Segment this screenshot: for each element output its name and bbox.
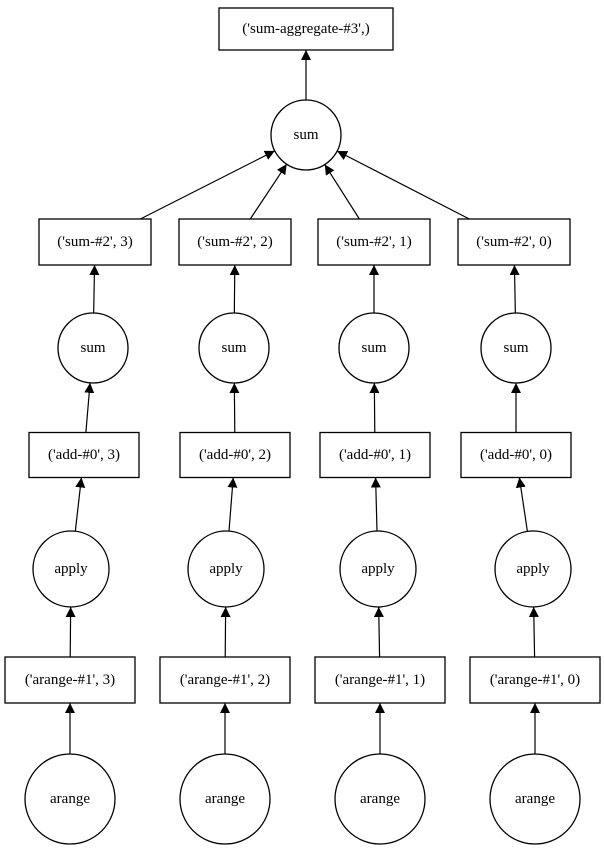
node-box <box>28 431 140 479</box>
node-add0-3: ('add-#0', 3) <box>28 431 140 479</box>
node-circle <box>187 530 265 608</box>
node-label: ('sum-#2', 0) <box>476 234 551 250</box>
node-label: arange <box>360 791 400 807</box>
edge-apply_0-to-add0_0 <box>515 477 528 532</box>
node-label: ('sum-#2', 1) <box>336 234 411 250</box>
node-sum2-0: ('sum-#2', 0) <box>457 218 571 266</box>
node-box <box>314 656 446 704</box>
node-label: sum <box>80 340 105 356</box>
node-box <box>457 218 571 266</box>
node-arange-2: arange <box>179 753 271 845</box>
nodes-layer: ('sum-aggregate-#3',) sum ('sum-#2', 3) ('s… <box>4 7 601 845</box>
node-circle <box>198 312 270 384</box>
node-box <box>218 7 394 51</box>
node-label: sum <box>293 127 318 143</box>
node-label: ('arange-#1', 0) <box>490 672 580 688</box>
node-circle <box>480 312 552 384</box>
node-circle <box>489 753 581 845</box>
node-label: arange <box>205 791 245 807</box>
node-label: ('add-#0', 1) <box>339 447 411 463</box>
node-label: ('sum-aggregate-#3',) <box>242 21 369 37</box>
node-add0-0: ('add-#0', 0) <box>460 431 572 479</box>
edge-sum2_0-to-sum_root <box>336 150 470 220</box>
node-circle <box>339 530 417 608</box>
node-box <box>4 656 136 704</box>
node-arange1-1: ('arange-#1', 1) <box>314 656 446 704</box>
node-circle <box>24 753 116 845</box>
edges-layer <box>65 50 540 754</box>
node-circle <box>494 530 572 608</box>
node-label: ('arange-#1', 1) <box>335 672 425 688</box>
node-circle <box>270 99 342 171</box>
node-sum2-2: ('sum-#2', 2) <box>178 218 292 266</box>
node-label: ('add-#0', 0) <box>480 447 552 463</box>
node-box <box>319 431 431 479</box>
edge-sum_3-to-sum2_3 <box>89 264 100 314</box>
edge-arange1_0-to-apply_0 <box>528 606 539 658</box>
node-box <box>460 431 572 479</box>
node-sum-0: sum <box>480 312 552 384</box>
node-apply-0: apply <box>494 530 572 608</box>
node-label: ('sum-#2', 2) <box>197 234 272 250</box>
node-box <box>38 218 152 266</box>
node-label: apply <box>54 561 88 577</box>
node-label: arange <box>515 791 555 807</box>
node-sum2-1: ('sum-#2', 1) <box>317 218 431 266</box>
edge-apply_3-to-add0_3 <box>74 477 86 532</box>
node-sum-2: sum <box>198 312 270 384</box>
node-box <box>317 218 431 266</box>
node-apply-3: apply <box>32 530 110 608</box>
node-label: ('arange-#1', 3) <box>25 672 115 688</box>
node-label: apply <box>209 561 243 577</box>
node-label: ('add-#0', 3) <box>48 447 120 463</box>
node-box <box>178 218 292 266</box>
node-circle <box>32 530 110 608</box>
node-arange1-3: ('arange-#1', 3) <box>4 656 136 704</box>
edge-sum_0-to-sum2_0 <box>509 264 520 314</box>
node-label: ('sum-#2', 3) <box>57 234 132 250</box>
edge-apply_2-to-add0_2 <box>227 477 238 532</box>
edge-sum2_3-to-sum_root <box>140 150 276 220</box>
edge-sum2_2-to-sum_root <box>249 163 288 220</box>
node-arange1-0: ('arange-#1', 0) <box>469 656 601 704</box>
node-label: sum <box>221 340 246 356</box>
node-label: sum <box>361 340 386 356</box>
node-label: apply <box>516 561 550 577</box>
node-apply-1: apply <box>339 530 417 608</box>
node-label: ('add-#0', 2) <box>199 447 271 463</box>
node-sum-root: sum <box>270 99 342 171</box>
node-box <box>179 431 291 479</box>
node-add0-2: ('add-#0', 2) <box>179 431 291 479</box>
node-circle <box>334 753 426 845</box>
node-add0-1: ('add-#0', 1) <box>319 431 431 479</box>
edge-add0_3-to-sum_3 <box>84 382 95 433</box>
edge-arange1_1-to-apply_1 <box>373 606 384 658</box>
node-arange-0: arange <box>489 753 581 845</box>
node-sum2-3: ('sum-#2', 3) <box>38 218 152 266</box>
node-apply-2: apply <box>187 530 265 608</box>
node-label: sum <box>503 340 528 356</box>
node-arange-1: arange <box>334 753 426 845</box>
edge-apply_1-to-add0_1 <box>370 477 381 532</box>
node-arange-3: arange <box>24 753 116 845</box>
node-label: apply <box>361 561 395 577</box>
node-circle <box>338 312 410 384</box>
node-label: ('arange-#1', 2) <box>180 672 270 688</box>
node-label: arange <box>50 791 90 807</box>
node-circle <box>179 753 271 845</box>
node-box <box>469 656 601 704</box>
node-box <box>159 656 291 704</box>
node-circle <box>57 312 129 384</box>
node-sum-3: sum <box>57 312 129 384</box>
edge-sum2_1-to-sum_root <box>324 164 360 220</box>
node-sum-aggregate: ('sum-aggregate-#3',) <box>218 7 394 51</box>
node-sum-1: sum <box>338 312 410 384</box>
node-arange1-2: ('arange-#1', 2) <box>159 656 291 704</box>
